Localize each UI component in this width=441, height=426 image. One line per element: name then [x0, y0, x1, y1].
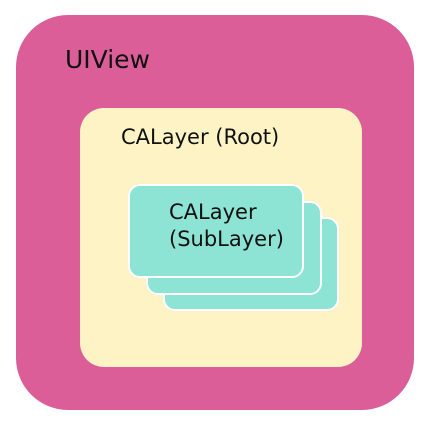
- sublayer-label: CALayer (SubLayer): [169, 199, 284, 253]
- root-layer-label: CALayer (Root): [121, 125, 280, 149]
- sublayer-label-line2: (SubLayer): [169, 227, 284, 251]
- uiview-label: UIView: [65, 45, 150, 74]
- sublayer-card-front: [128, 184, 304, 278]
- sublayer-label-line1: CALayer: [169, 200, 257, 224]
